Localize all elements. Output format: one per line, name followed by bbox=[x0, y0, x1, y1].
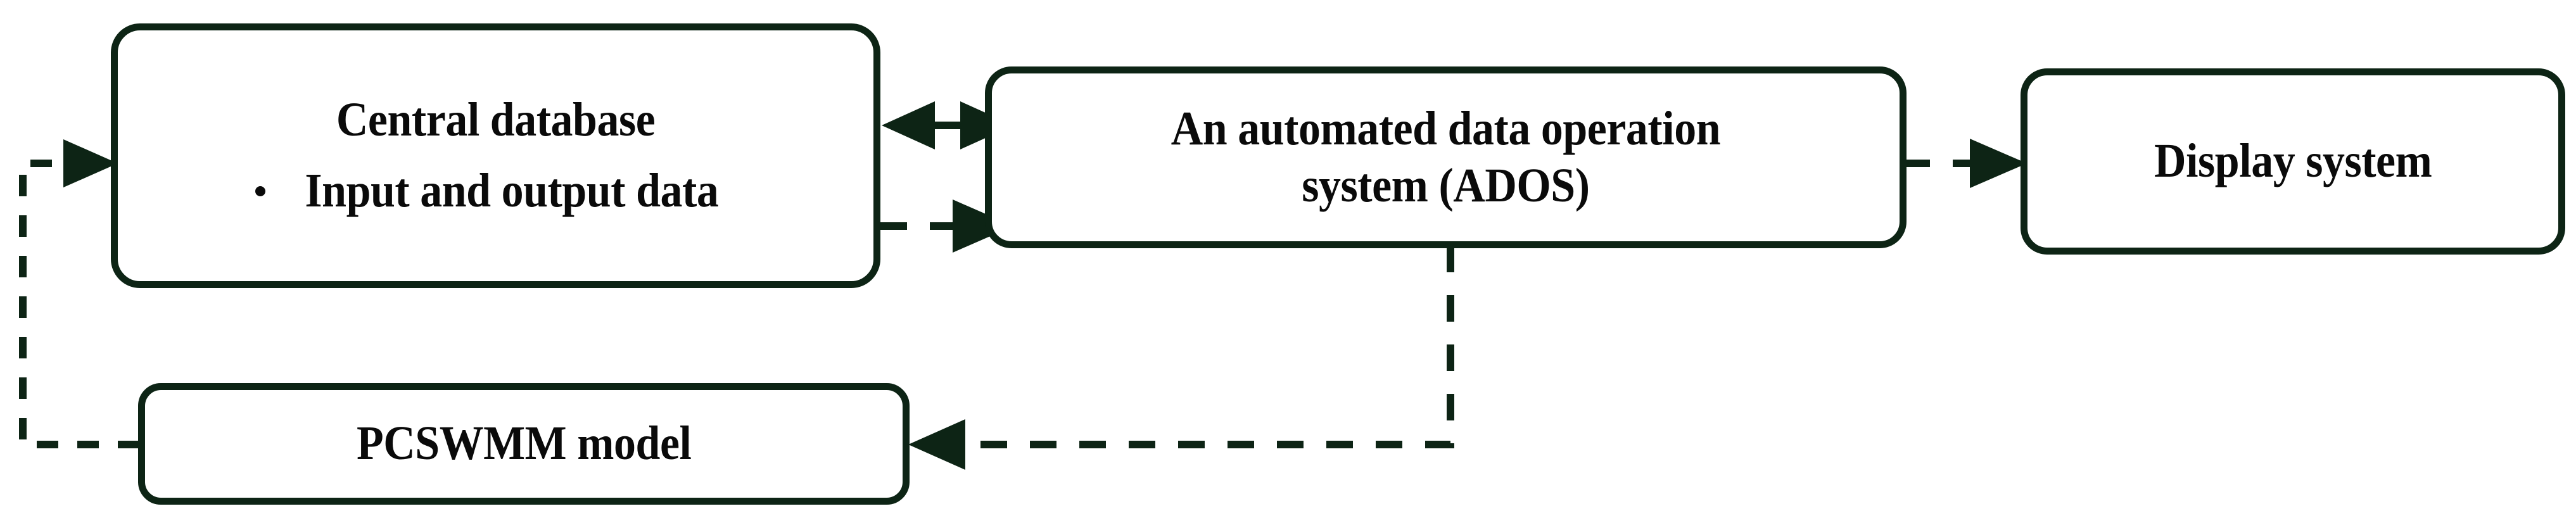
node-display-system[interactable]: Display system bbox=[2021, 68, 2565, 255]
node-display-system-title: Display system bbox=[2154, 134, 2432, 188]
node-pcswmm-title: PCSWMM model bbox=[356, 417, 692, 470]
node-central-database[interactable]: Central database Input and output data bbox=[111, 23, 880, 288]
node-ados-title: An automated data operation system (ADOS… bbox=[1171, 101, 1721, 212]
node-central-database-bullet-row: Input and output data bbox=[255, 163, 737, 220]
node-central-database-title: Central database bbox=[336, 93, 656, 147]
node-pcswmm[interactable]: PCSWMM model bbox=[138, 383, 910, 505]
connector-ados-to-pcswmm bbox=[908, 246, 1454, 470]
node-central-database-bullet-text: Input and output data bbox=[305, 164, 718, 217]
node-ados[interactable]: An automated data operation system (ADOS… bbox=[985, 66, 1907, 248]
bullet-dot-icon bbox=[255, 186, 265, 196]
connector-ados-to-display-system bbox=[1903, 139, 2027, 188]
